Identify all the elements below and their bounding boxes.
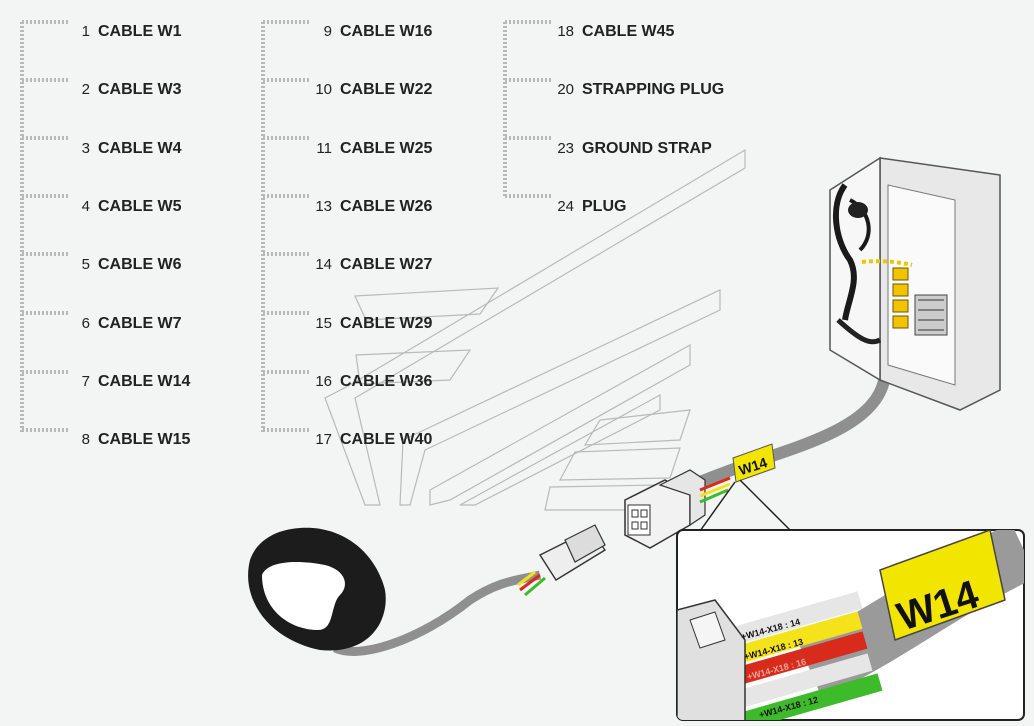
legend-item-number: 1 <box>81 23 90 40</box>
legend-item-label: CABLE W1 <box>98 23 182 40</box>
legend-item: 23 GROUND STRAP <box>484 127 764 167</box>
legend-item-number: 16 <box>315 372 332 390</box>
legend-item: 10 CABLE W22 <box>242 68 522 108</box>
legend-item-number: 6 <box>81 314 90 332</box>
legend-item: 16 CABLE W36 <box>242 360 522 400</box>
legend-item-label: CABLE W15 <box>98 431 191 449</box>
legend-item-number: 23 <box>557 139 574 157</box>
legend-item-number: 20 <box>557 81 574 99</box>
lamp-cable <box>333 570 542 656</box>
legend-item-number: 2 <box>81 81 90 99</box>
legend-item: 13 CABLE W26 <box>242 185 522 225</box>
legend-item: 2 CABLE W3 <box>0 68 280 108</box>
legend-item-label: CABLE W25 <box>340 139 433 157</box>
legend-item-label: CABLE W16 <box>340 23 433 40</box>
legend-item: 6 CABLE W7 <box>0 302 280 342</box>
legend-item-number: 9 <box>323 23 332 40</box>
legend-item-label: CABLE W4 <box>98 139 182 157</box>
legend-item-label: GROUND STRAP <box>582 139 712 157</box>
legend-item-label: CABLE W40 <box>340 431 433 449</box>
legend-item-number: 17 <box>315 431 332 449</box>
electrical-cabinet <box>829 156 1001 411</box>
harness-connector <box>624 469 731 549</box>
legend-item-number: 13 <box>315 197 332 215</box>
work-lamp <box>248 527 386 651</box>
legend-item-number: 18 <box>557 23 574 40</box>
legend-item: 20 STRAPPING PLUG <box>484 68 764 108</box>
w14-small-tag: W14 <box>732 443 776 483</box>
legend-item-number: 24 <box>557 197 574 215</box>
legend-item-label: CABLE W27 <box>340 256 433 274</box>
legend-item-number: 10 <box>315 81 332 99</box>
legend-item-label: STRAPPING PLUG <box>582 81 725 99</box>
legend-item-number: 11 <box>316 139 332 157</box>
legend-item-number: 5 <box>81 256 90 274</box>
legend-item: 3 CABLE W4 <box>0 127 280 167</box>
legend-item-number: 4 <box>81 197 90 215</box>
lamp-connector <box>517 524 607 597</box>
legend-item: 24 PLUG <box>484 185 764 225</box>
main-cable <box>697 373 891 488</box>
legend-item: 8 CABLE W15 <box>0 418 280 458</box>
legend-item-label: CABLE W7 <box>98 314 182 332</box>
legend-item: 17 CABLE W40 <box>242 418 522 458</box>
legend-item-label: CABLE W22 <box>340 81 433 99</box>
legend-item-label: CABLE W29 <box>340 314 433 332</box>
legend-item-label: PLUG <box>582 197 627 215</box>
legend-item: 1 CABLE W1 <box>0 10 280 50</box>
legend-item-label: CABLE W6 <box>98 256 182 274</box>
legend-item-label: CABLE W45 <box>582 23 675 40</box>
legend-item: 4 CABLE W5 <box>0 185 280 225</box>
legend-item-number: 8 <box>81 431 90 449</box>
legend-item: 15 CABLE W29 <box>242 302 522 342</box>
legend-item: 9 CABLE W16 <box>242 10 522 50</box>
legend-item-label: CABLE W5 <box>98 197 182 215</box>
legend-item-number: 15 <box>315 314 332 332</box>
legend-item-label: CABLE W36 <box>340 372 433 390</box>
zoom-detail-box: +W14-X18 : 14 +W14-X18 : 13 +W14-X18 : 1… <box>676 529 1025 721</box>
legend-item-number: 3 <box>81 139 90 157</box>
legend-item-label: CABLE W26 <box>340 197 433 215</box>
legend-item-number: 14 <box>315 256 332 274</box>
legend-item: 18 CABLE W45 <box>484 10 764 50</box>
legend-item: 14 CABLE W27 <box>242 243 522 283</box>
legend-item-number: 7 <box>81 372 90 390</box>
legend-item: 11 CABLE W25 <box>242 127 522 167</box>
legend-item: 5 CABLE W6 <box>0 243 280 283</box>
legend-item-label: CABLE W14 <box>98 372 191 390</box>
legend-item-label: CABLE W3 <box>98 81 182 99</box>
legend-item: 7 CABLE W14 <box>0 360 280 400</box>
